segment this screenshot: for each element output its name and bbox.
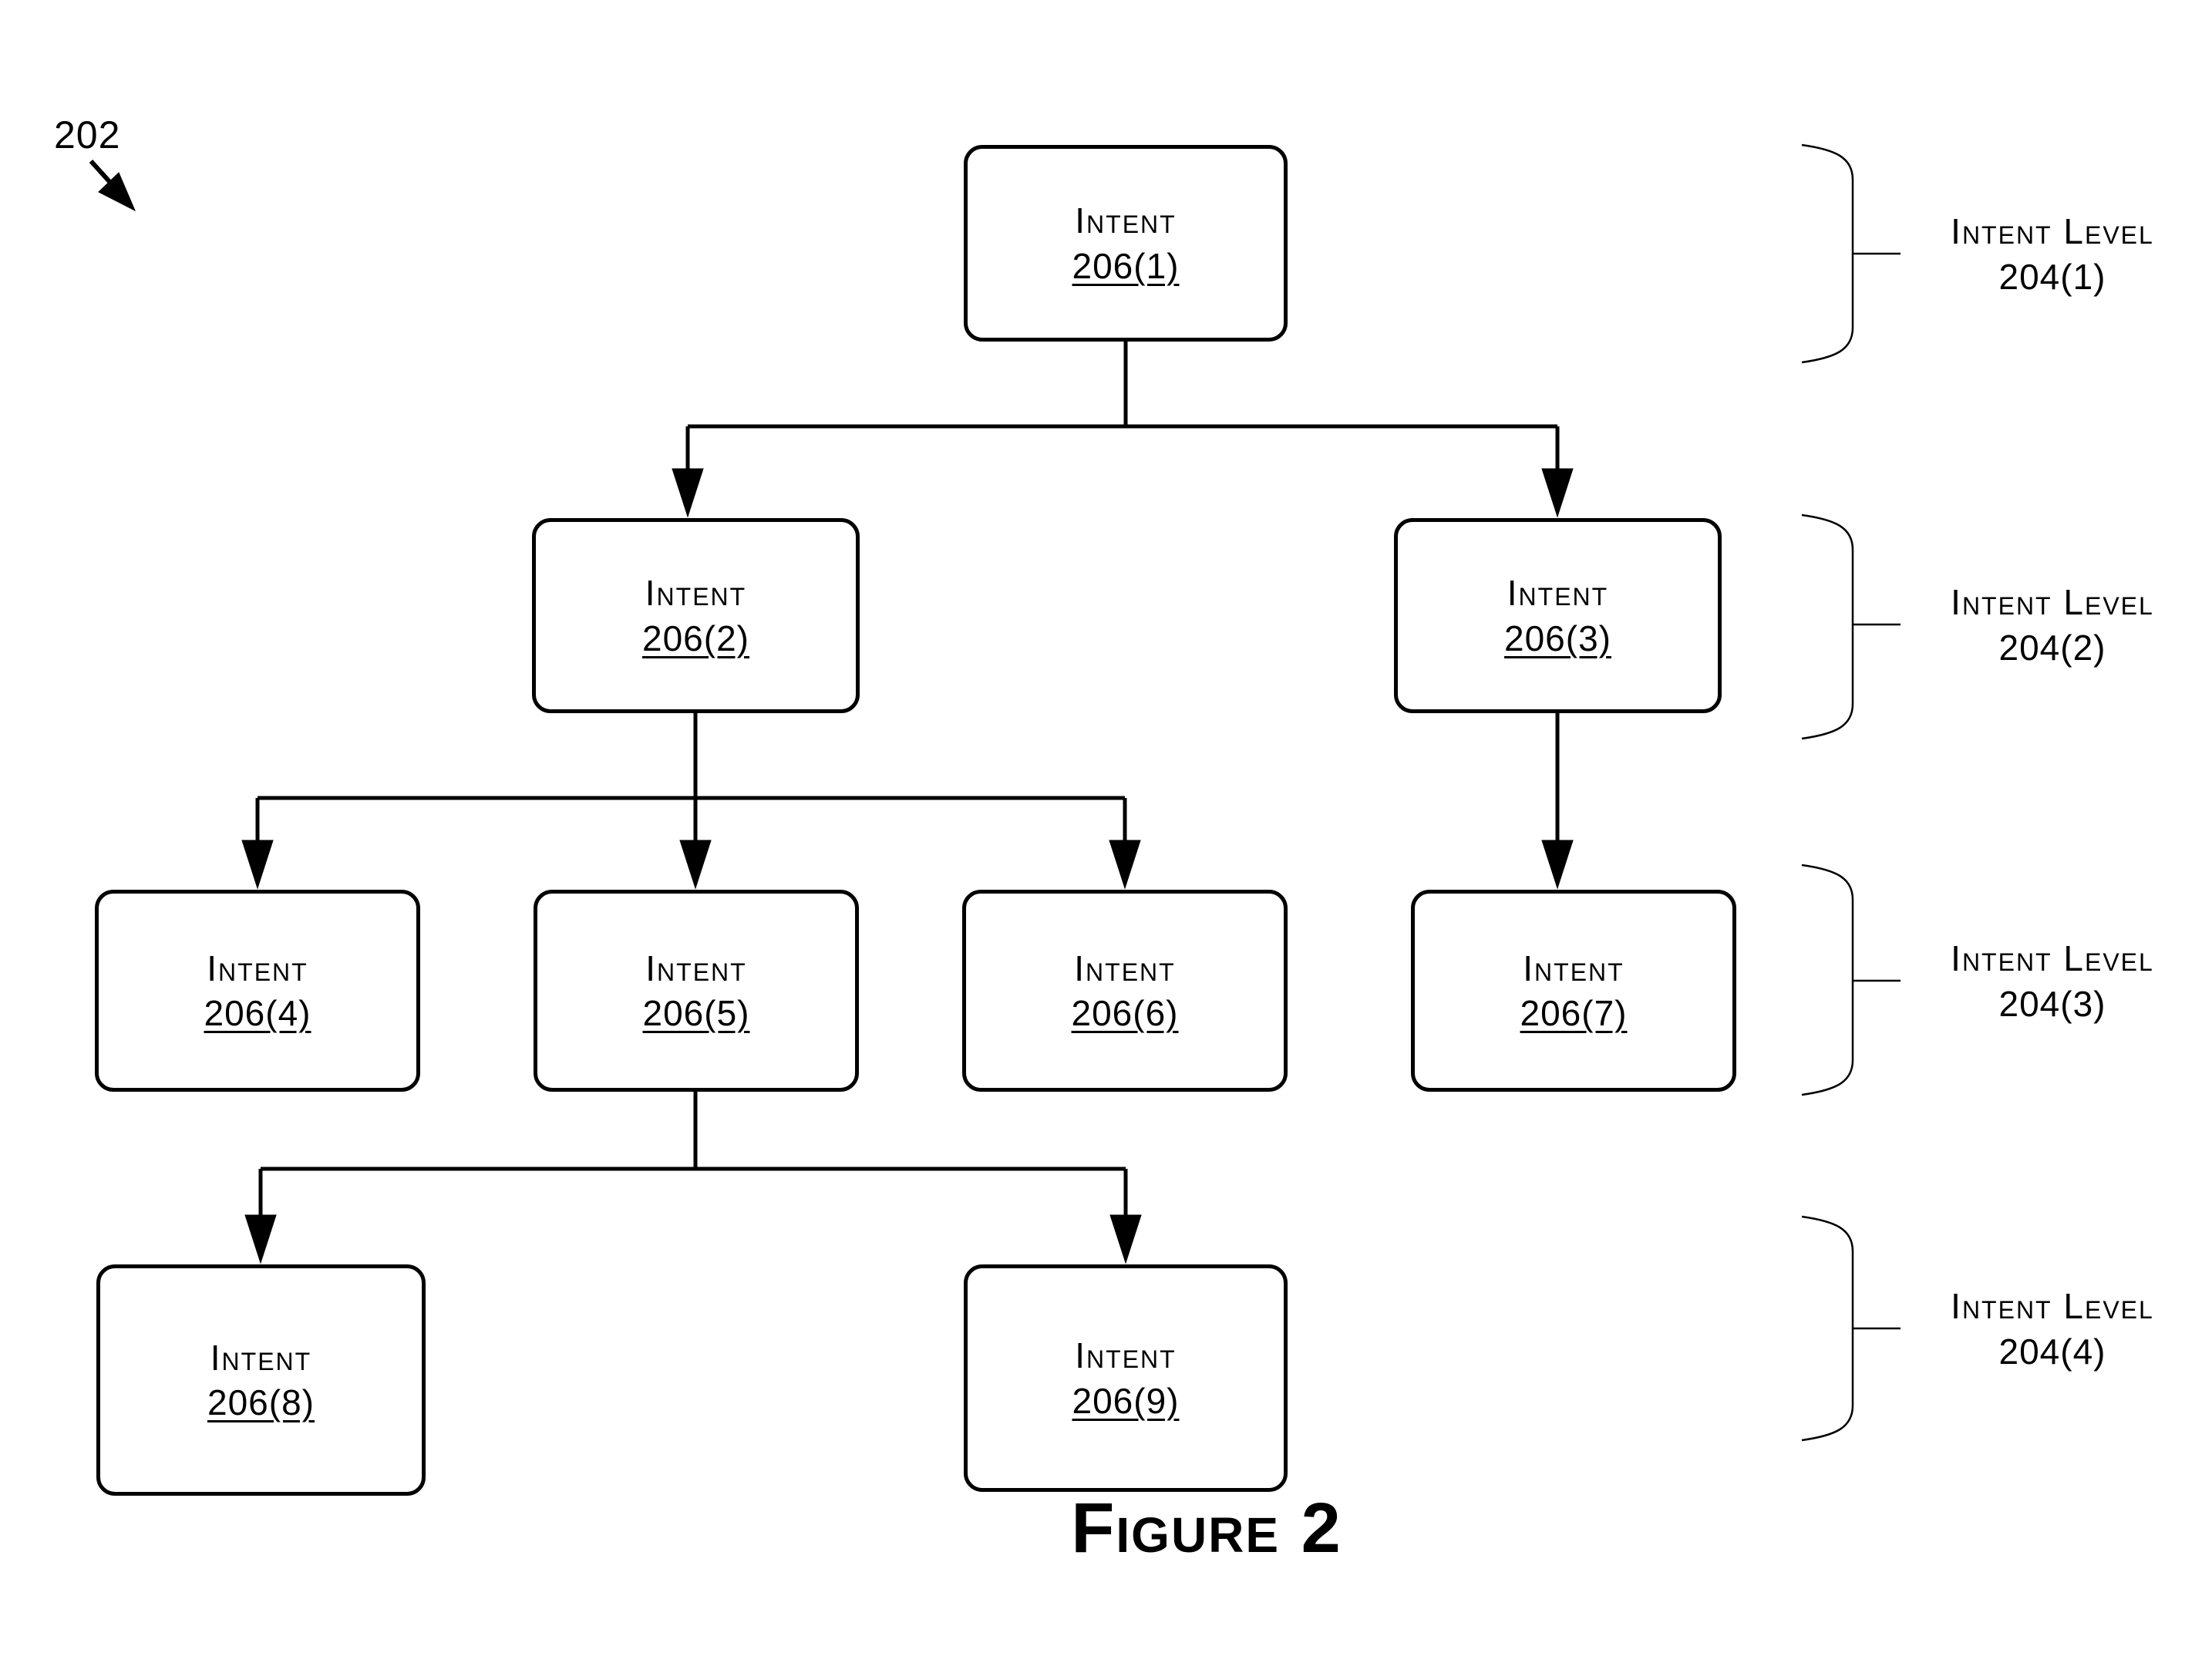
level-label-204-3: Intent Level 204(3)	[1898, 936, 2207, 1027]
ref-202-arrow-icon	[89, 159, 136, 212]
intent-box-206-3: Intent 206(3)	[1394, 518, 1722, 713]
intent-box-number: 206(5)	[642, 993, 750, 1033]
intent-box-number: 206(8)	[207, 1382, 315, 1422]
intent-box-title: Intent	[645, 573, 747, 614]
intent-box-number: 206(3)	[1504, 618, 1611, 658]
intent-box-title: Intent	[1075, 200, 1177, 241]
intent-box-number: 206(7)	[1520, 993, 1628, 1033]
level-label-204-1: Intent Level 204(1)	[1898, 209, 2207, 300]
intent-box-title: Intent	[645, 948, 747, 988]
intent-box-206-6: Intent 206(6)	[962, 890, 1288, 1092]
bracket-204-2	[1801, 513, 1901, 740]
intent-box-title: Intent	[1523, 948, 1624, 988]
level-label-204-2: Intent Level 204(2)	[1898, 580, 2207, 671]
level-label-number: 204(3)	[1998, 984, 2106, 1024]
intent-box-title: Intent	[207, 948, 308, 988]
level-label-title: Intent Level	[1951, 211, 2154, 251]
level-label-title: Intent Level	[1951, 582, 2154, 622]
bracket-204-3	[1801, 864, 1901, 1096]
level-label-title: Intent Level	[1951, 938, 2154, 978]
connector-206-2-to-children	[241, 713, 1141, 890]
intent-box-number: 206(6)	[1071, 993, 1179, 1033]
connector-206-3-to-child	[1541, 713, 1574, 890]
intent-box-206-5: Intent 206(5)	[534, 890, 859, 1092]
level-brackets	[1801, 143, 1901, 1442]
level-label-204-4: Intent Level 204(4)	[1898, 1284, 2207, 1375]
intent-box-206-8: Intent 206(8)	[96, 1264, 426, 1496]
level-label-number: 204(1)	[1998, 257, 2106, 297]
figure-reference-label: 202	[54, 113, 121, 157]
intent-box-title: Intent	[1075, 1335, 1177, 1376]
intent-box-number: 206(1)	[1072, 245, 1180, 286]
level-label-number: 204(2)	[1998, 628, 2106, 668]
intent-box-title: Intent	[1507, 573, 1609, 614]
level-label-number: 204(4)	[1998, 1331, 2106, 1372]
intent-box-206-4: Intent 206(4)	[95, 890, 420, 1092]
bracket-204-1	[1801, 143, 1901, 364]
intent-box-title: Intent	[1074, 948, 1176, 988]
figure-caption: Figure 2	[1071, 1489, 1342, 1567]
intent-box-title: Intent	[210, 1337, 312, 1378]
level-label-title: Intent Level	[1951, 1286, 2154, 1326]
intent-box-206-9: Intent 206(9)	[964, 1264, 1288, 1492]
intent-box-number: 206(2)	[642, 618, 749, 658]
intent-box-206-2: Intent 206(2)	[532, 518, 860, 713]
intent-box-number: 206(4)	[204, 993, 311, 1033]
bracket-204-4	[1801, 1215, 1901, 1442]
intent-box-206-1: Intent 206(1)	[964, 145, 1288, 342]
connector-206-5-to-children	[244, 1092, 1142, 1264]
intent-box-206-7: Intent 206(7)	[1411, 890, 1736, 1092]
intent-box-number: 206(9)	[1072, 1380, 1180, 1421]
connector-206-1-to-children	[672, 342, 1574, 518]
